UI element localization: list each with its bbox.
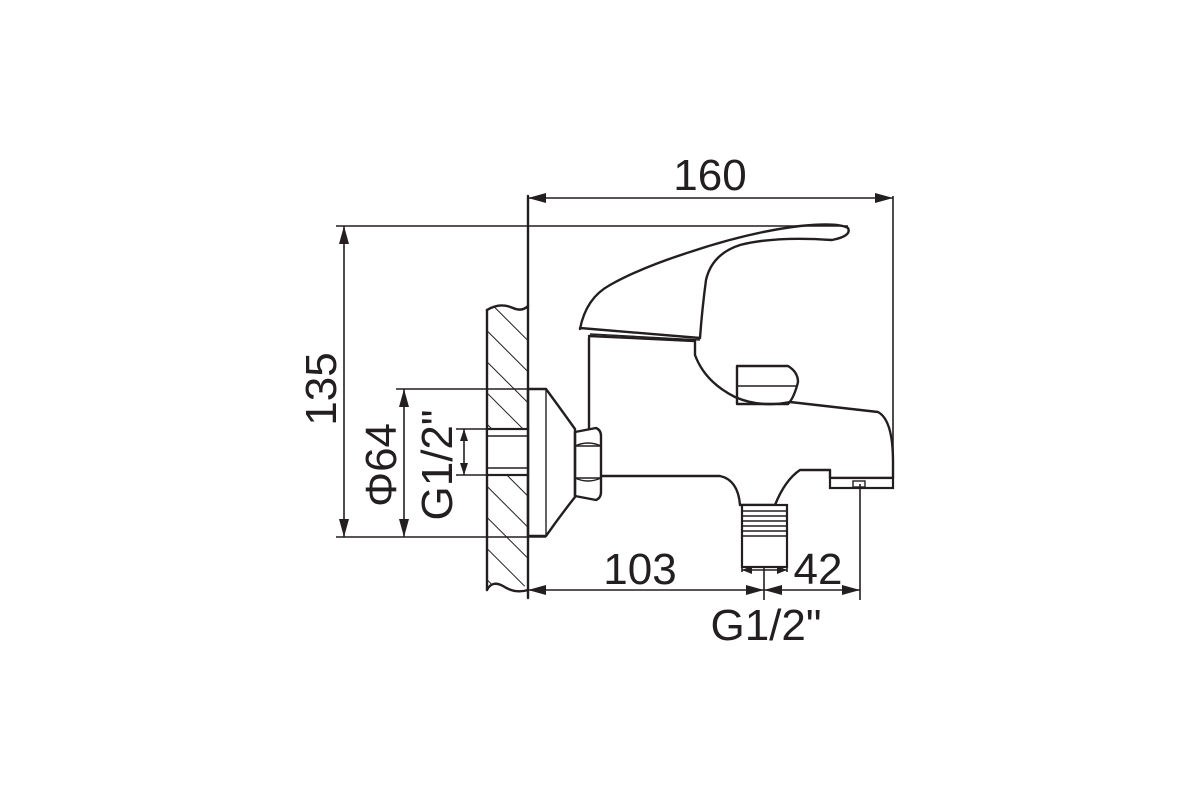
escutcheon-diameter-label: Φ64 xyxy=(357,423,406,507)
shower-outlet-connector xyxy=(740,503,789,569)
total-height-label: 135 xyxy=(297,352,346,425)
dimension-bottom-offsets: 103 42 xyxy=(528,484,861,600)
spout-offset-label: 103 xyxy=(603,545,676,594)
dimension-wall-thread: G1/2" xyxy=(413,409,487,521)
spout-outlet xyxy=(828,476,895,490)
hex-nut xyxy=(573,426,603,502)
dimension-total-width: 160 xyxy=(528,151,894,468)
total-width-label: 160 xyxy=(673,151,746,200)
lever-handle xyxy=(578,223,850,341)
faucet-body xyxy=(587,334,895,507)
dimension-total-height: 135 xyxy=(297,225,848,538)
wall-nipple xyxy=(485,427,530,477)
wall-thread-label: G1/2" xyxy=(413,409,462,520)
outlet-spacing-label: 42 xyxy=(794,545,843,594)
escutcheon xyxy=(526,387,577,538)
diverter-knob xyxy=(735,364,800,406)
outlet-thread-label: G1/2" xyxy=(710,601,821,650)
dimension-outlet-thread: G1/2" xyxy=(710,566,822,650)
dimension-escutcheon-diameter: Φ64 xyxy=(357,388,546,537)
